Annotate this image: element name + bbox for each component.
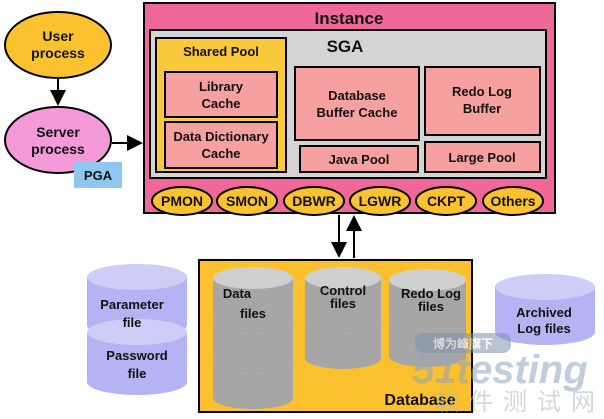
svg-text:PMON: PMON [161,193,203,209]
svg-text:Redo Log: Redo Log [452,84,512,99]
process-lgwr: LGWR [349,186,411,216]
svg-text:Password: Password [106,348,167,363]
control-files-label: files [330,296,356,311]
sga-title: SGA [327,37,364,56]
redo-log-files-label: Redo Log [401,286,461,301]
svg-text:SMON: SMON [226,193,268,209]
user-process-label: User [42,28,74,44]
svg-text:Log files: Log files [517,321,570,336]
svg-text:Archived: Archived [516,305,572,320]
svg-text:Buffer: Buffer [463,101,501,116]
control-files-cylinder [305,267,381,369]
server-process-label: process [31,141,85,157]
process-dbwr: DBWR [283,186,345,216]
server-process-label: Server [36,124,80,140]
shared-pool: Shared Pool Library Cache Data Dictionar… [155,37,287,173]
pga-box: PGA [74,162,122,188]
svg-text:Cache: Cache [201,96,240,111]
database: Data files Control files Redo Log files … [198,259,473,413]
archived-log-files-cylinder [495,274,595,345]
svg-text:Shared Pool: Shared Pool [183,44,259,59]
user-process: User process [4,11,112,79]
user-process-label: process [31,45,85,61]
large-pool: Large Pool [424,141,541,173]
java-pool: Java Pool [299,145,419,173]
database-title: Database [384,392,455,409]
watermark: 博为峰旗下 51testing 软件测试网 [412,333,604,416]
process-ckpt: CKPT [415,186,477,216]
svg-text:LGWR: LGWR [359,193,402,209]
svg-text:51testing: 51testing [412,348,588,392]
svg-text:Data Dictionary: Data Dictionary [173,129,269,144]
svg-text:DBWR: DBWR [292,193,336,209]
svg-text:Java Pool: Java Pool [329,152,390,167]
background-processes: PMON SMON DBWR LGWR CKPT Others [151,186,544,216]
svg-text:Buffer Cache: Buffer Cache [317,105,398,120]
data-files-label: Data [223,286,252,301]
redo-log-files-label: files [418,299,444,314]
svg-text:Cache: Cache [201,146,240,161]
process-smon: SMON [216,186,278,216]
data-files-cylinder [213,267,293,409]
svg-text:Others: Others [490,193,535,209]
redo-log-buffer: Redo Log Buffer [424,66,541,136]
password-file-cylinder [87,319,187,395]
svg-text:PGA: PGA [84,168,113,183]
svg-text:软件测试网: 软件测试网 [435,389,604,416]
data-dictionary-cache [164,121,278,169]
instance: Instance SGA Shared Pool Library Cache D… [143,2,556,216]
process-others: Others [482,186,544,216]
control-files-label: Control [320,283,366,298]
svg-text:Library: Library [199,79,244,94]
svg-text:博为峰旗下: 博为峰旗下 [433,336,493,351]
svg-text:Large Pool: Large Pool [448,150,515,165]
svg-text:Database: Database [328,88,386,103]
svg-text:Parameter: Parameter [100,297,164,312]
svg-text:CKPT: CKPT [427,193,466,209]
library-cache [164,71,278,118]
data-files-label: files [240,306,266,321]
process-pmon: PMON [151,186,213,216]
server-process: Server process [4,106,112,174]
svg-text:file: file [123,315,142,330]
external-file-labels: Parameter file Password file Archived Lo… [100,297,572,381]
database-buffer-cache: Database Buffer Cache [294,66,420,141]
svg-text:file: file [128,366,147,381]
instance-title: Instance [315,9,384,28]
